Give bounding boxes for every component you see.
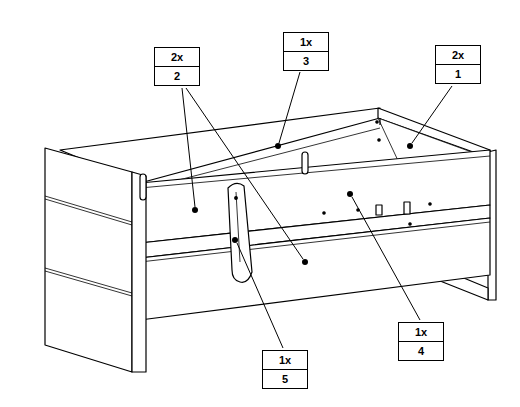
callout-box: 2x1 [435, 45, 481, 84]
quantity-label: 2x [155, 48, 199, 66]
callout-box: 1x3 [283, 32, 329, 71]
part-number: 3 [284, 51, 328, 70]
part-number: 4 [399, 341, 443, 360]
quantity-label: 1x [263, 351, 307, 369]
part-number: 2 [155, 66, 199, 85]
part-number: 1 [436, 64, 480, 83]
callout-box: 1x4 [398, 322, 444, 361]
callout-box: 1x5 [262, 350, 308, 389]
quantity-label: 1x [399, 323, 443, 341]
part-number: 5 [263, 369, 307, 388]
callout-box: 2x2 [154, 47, 200, 86]
quantity-label: 1x [284, 33, 328, 51]
quantity-label: 2x [436, 46, 480, 64]
